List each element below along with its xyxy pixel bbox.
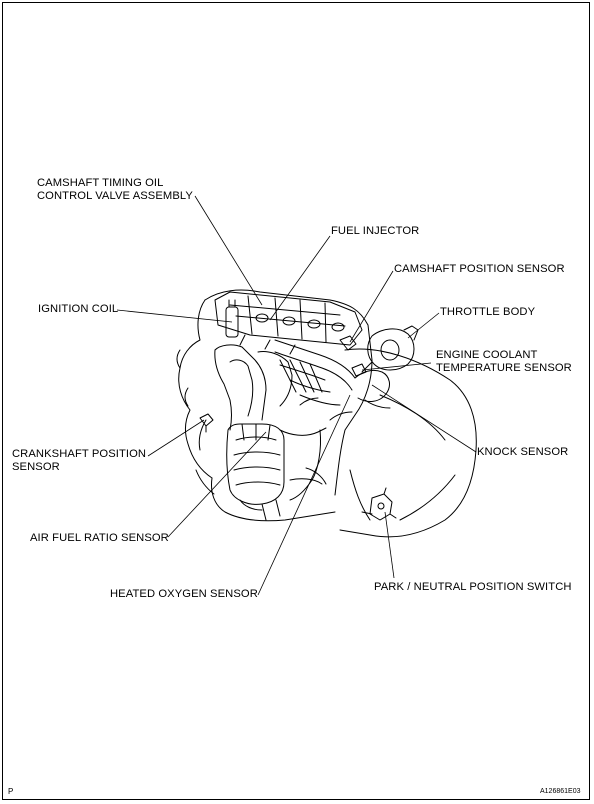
- label-coolant-line1: ENGINE COOLANT: [436, 349, 538, 361]
- page-mark: P: [8, 787, 14, 796]
- label-crankshaft-line2: SENSOR: [12, 461, 60, 473]
- label-air-fuel-ratio: AIR FUEL RATIO SENSOR: [30, 532, 169, 544]
- label-park-neutral: PARK / NEUTRAL POSITION SWITCH: [374, 581, 572, 593]
- leader-crankshaft: [147, 419, 205, 457]
- transaxle-housing: [339, 348, 477, 538]
- engine-block: [204, 289, 373, 496]
- label-crankshaft-line1: CRANKSHAFT POSITION: [12, 448, 147, 460]
- leader-coolant: [361, 362, 432, 371]
- leader-fuel-injector: [269, 235, 331, 321]
- label-fuel-injector: FUEL INJECTOR: [331, 225, 420, 237]
- valve-cover: [214, 291, 363, 346]
- ignition-coil-shape: [225, 306, 239, 338]
- label-knock-sensor: KNOCK SENSOR: [477, 446, 569, 458]
- exhaust-manifold: [214, 344, 267, 421]
- leader-heated-oxygen: [257, 394, 351, 596]
- throttle-body-shape: [367, 328, 415, 371]
- figure-id: A126861E03: [540, 788, 581, 795]
- label-ignition-coil: IGNITION COIL: [38, 303, 119, 315]
- leader-ignition-coil: [116, 309, 233, 323]
- camshaft-sensor-shape: [339, 335, 357, 351]
- label-camshaft-timing-line1: CAMSHAFT TIMING OIL: [37, 177, 164, 189]
- downpipe: [289, 429, 321, 501]
- leader-camshaft-timing: [194, 195, 263, 306]
- label-throttle-body: THROTTLE BODY: [440, 306, 536, 318]
- catalytic-converter: [226, 423, 285, 505]
- leader-park-neutral: [384, 511, 395, 579]
- label-heated-oxygen: HEATED OXYGEN SENSOR: [110, 588, 258, 600]
- label-camshaft-timing-line2: CONTROL VALVE ASSEMBLY: [37, 190, 193, 202]
- label-coolant-line2: TEMPERATURE SENSOR: [436, 362, 572, 374]
- leader-knock: [371, 384, 477, 453]
- leader-air-fuel: [167, 431, 267, 538]
- leader-throttle-body: [407, 312, 440, 339]
- park-neutral-switch-shape: [369, 493, 393, 521]
- leader-camshaft-position: [349, 270, 394, 343]
- label-camshaft-position: CAMSHAFT POSITION SENSOR: [394, 263, 565, 275]
